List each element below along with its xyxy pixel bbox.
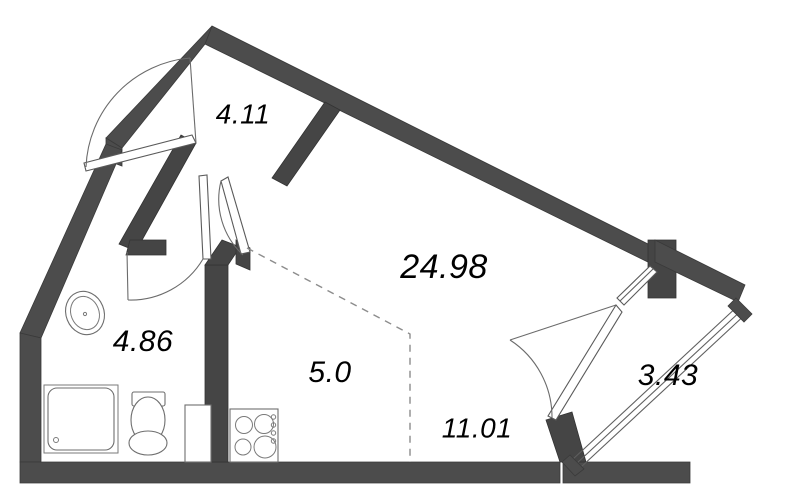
- wall-balcony-south-jamb: [545, 411, 587, 463]
- area-label-main-total: 24.98: [399, 248, 488, 286]
- area-label-kitchen: 5.0: [308, 356, 351, 389]
- kitchen-living-divider: [246, 247, 411, 462]
- cooktop-fixture: [229, 408, 279, 463]
- area-label-entrance-hall: 4.11: [216, 98, 270, 129]
- balcony-window-north: [616, 265, 658, 306]
- area-label-balcony: 3.43: [638, 359, 698, 392]
- wall-west-vertical: [19, 332, 42, 463]
- hall-room-door: [218, 176, 251, 256]
- balcony-glazing-east: [561, 297, 753, 477]
- balcony-door: [509, 304, 623, 421]
- windows-group: [561, 265, 753, 477]
- wall-north-angled: [204, 25, 661, 269]
- area-label-bathroom: 4.86: [113, 325, 173, 358]
- wall-top-left-return: [105, 25, 213, 149]
- area-labels: 4.11 4.86 24.98 5.0 11.01 3.43: [113, 98, 698, 443]
- doors-group: [83, 57, 623, 421]
- area-label-living: 11.01: [442, 412, 513, 443]
- shower-tray-fixture: [43, 384, 119, 454]
- wall-south-right: [562, 461, 691, 484]
- toilet-fixture: [128, 391, 168, 456]
- wall-bath-door-jamb: [125, 239, 167, 256]
- wall-south-left: [19, 461, 561, 484]
- kitchen-fixtures: [184, 404, 279, 463]
- entrance-door: [83, 57, 197, 172]
- outer-walls: [19, 25, 691, 484]
- counter-cabinet: [184, 404, 212, 463]
- wall-hall-partition: [271, 101, 341, 187]
- bathroom-door: [126, 174, 212, 301]
- wash-basin-fixture: [65, 290, 105, 336]
- bathroom-fixtures: [43, 290, 168, 456]
